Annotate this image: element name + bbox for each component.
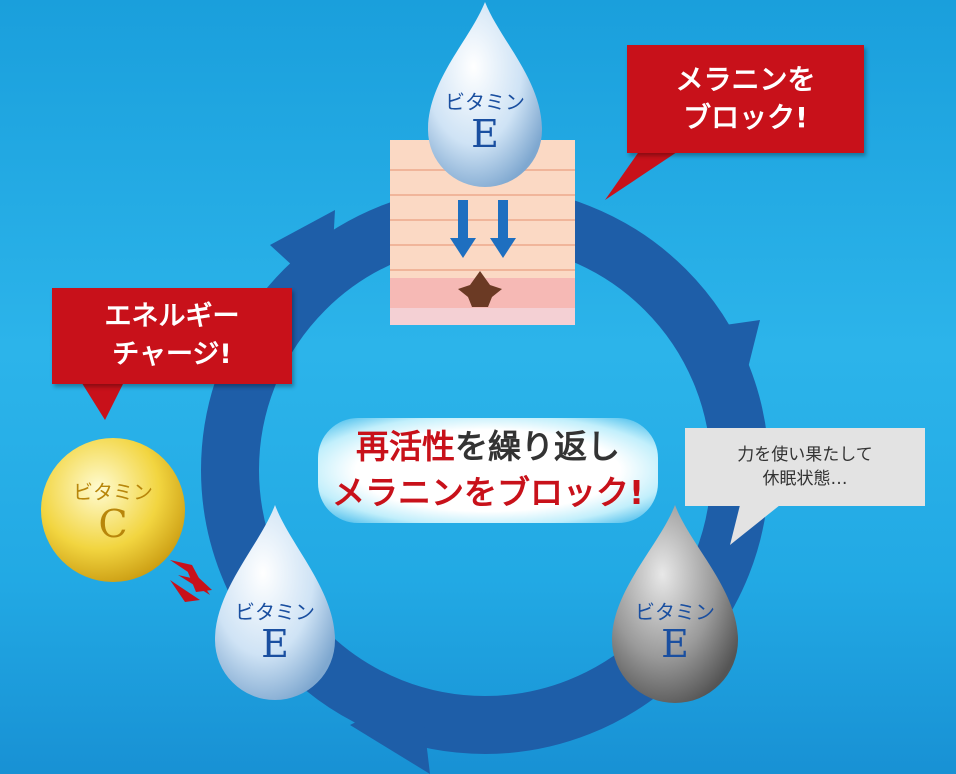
drop-letter: E [261, 622, 289, 666]
red-arrows-icon [170, 560, 212, 602]
arrowhead-bottom [350, 690, 430, 774]
callout-line: チャージ! [112, 339, 232, 370]
drop-letter: E [661, 622, 689, 666]
callout-line: ブロック! [683, 101, 808, 134]
drop-kana: ビタミン [235, 600, 315, 624]
drop-right-label: ビタミン E [612, 600, 738, 664]
vitamin-c-label: ビタミン C [41, 480, 185, 544]
drop-right-vitamin-e [612, 505, 738, 703]
callout-line: メラニンを [675, 63, 816, 96]
ball-vitamin-c [41, 438, 185, 582]
arrowhead-top-left [270, 210, 335, 300]
skin-illustration [390, 140, 575, 325]
drop-kana: ビタミン [445, 90, 525, 114]
highlight-text: 再活性 [356, 427, 455, 466]
message-text: を繰り返し [455, 427, 620, 466]
callout-line: 力を使い果たして [737, 445, 873, 465]
message-text: メラニンをブロック! [331, 473, 645, 512]
callout-melanin-block: メラニンを ブロック! [627, 45, 864, 153]
drop-top-vitamin-e [428, 2, 542, 187]
callout-dormant: 力を使い果たして 休眠状態… [685, 428, 925, 506]
callout-line: エネルギー [104, 301, 240, 332]
drop-kana: ビタミン [73, 480, 153, 504]
callout-energy-charge: エネルギー チャージ! [52, 288, 292, 384]
drop-letter: C [98, 502, 128, 546]
drop-left-vitamin-e [215, 505, 335, 700]
drop-left-label: ビタミン E [215, 600, 335, 664]
center-message: 再活性を繰り返し メラニンをブロック! [318, 418, 658, 523]
callout-line: 休眠状態… [762, 469, 848, 489]
arrowhead-right-top [690, 320, 760, 400]
drop-kana: ビタミン [635, 600, 715, 624]
drop-letter: E [471, 112, 499, 156]
drop-top-label: ビタミン E [428, 90, 542, 154]
